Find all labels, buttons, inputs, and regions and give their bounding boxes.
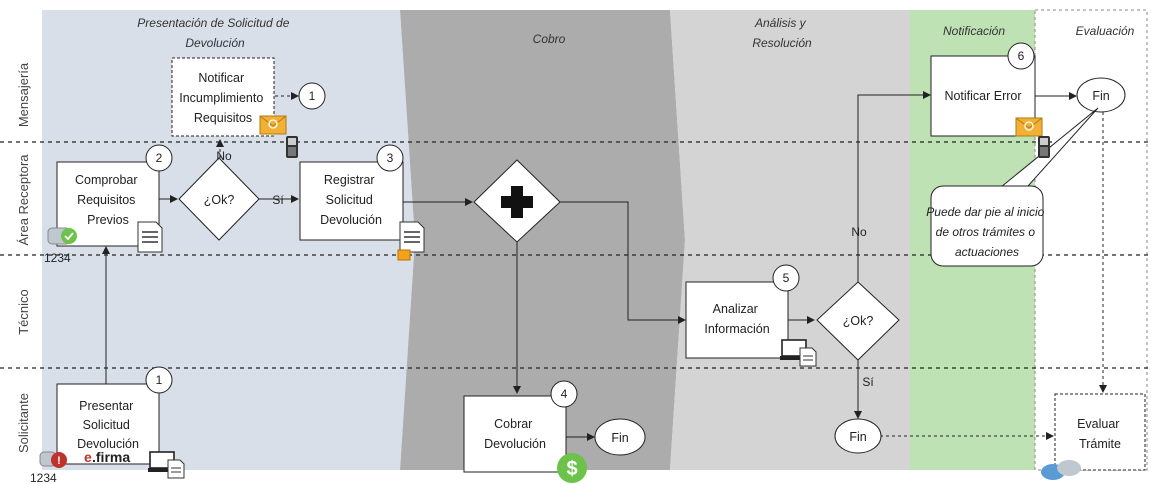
phase-title-notificacion: Notificación (943, 24, 1005, 38)
envelope-icon (1015, 117, 1043, 137)
task-notificar-incumplimiento-label: Notificar Incumplimiento Requisitos (179, 71, 267, 125)
phase-title-cobro: Cobro (533, 32, 566, 46)
step-number-1-label: 1 (156, 373, 163, 387)
step-number-6 (1007, 42, 1035, 70)
end-event-notificacion-label: Fin (1092, 89, 1109, 103)
document-icon (399, 221, 425, 253)
chat-bubbles-icon (1041, 460, 1081, 480)
branch-label-no-1: No (216, 149, 232, 163)
mobile-phone-icon (1038, 136, 1050, 158)
step-number-5-label: 5 (783, 271, 790, 285)
step-number-3-label: 3 (387, 151, 394, 165)
task-cobrar-devolucion-label: Cobrar Devolución (484, 417, 546, 451)
branch-label-si-1: Sí (272, 193, 284, 207)
phase-band-presentacion (42, 10, 415, 470)
annotation-pointer-mask (992, 187, 1008, 191)
counter-label-1: 1234 (44, 251, 71, 265)
step-number-5 (772, 264, 800, 292)
step-number-2 (145, 144, 173, 172)
phase-title-analisis: Análisis y Resolución (752, 16, 812, 50)
lane-label-mensajeria: Mensajería (16, 62, 31, 127)
folder-icon (397, 249, 411, 261)
end-event-analisis (834, 418, 882, 454)
lane-label-tecnico: Técnico (16, 289, 31, 335)
end-event-analisis-label: Fin (849, 430, 866, 444)
lane-label-area-receptora: Área Receptora (16, 154, 31, 246)
task-comprobar-requisitos-label: Comprobar Requisitos Previos (75, 173, 141, 227)
task-notificar-error-label: Notificar Error (944, 89, 1021, 103)
task-analizar-informacion-label: Analizar Información (704, 302, 769, 336)
laptop-icon (780, 339, 817, 367)
svg-text:e: e (84, 449, 92, 465)
branch-label-si-2: Sí (862, 375, 874, 389)
task-presentar-solicitud (56, 383, 160, 465)
flow-ok2-to-notificar-error (857, 91, 931, 282)
laptop-icon (148, 451, 185, 479)
mobile-phone-icon (286, 136, 298, 158)
svg-text:$: $ (566, 458, 577, 480)
task-notificar-incumplimiento (171, 57, 275, 137)
end-event-cobro (594, 418, 646, 456)
step-number-4 (550, 380, 578, 408)
phase-band-cobro (400, 10, 685, 470)
end-event-cobro-label: Fin (611, 431, 628, 445)
phase-band-analisis (670, 10, 910, 470)
task-cobrar-devolucion (463, 395, 567, 473)
gateway-ok2 (816, 281, 900, 361)
task-evaluar-tramite-label: Evaluar Trámite (1077, 417, 1123, 451)
counter-label-2: 1234 (30, 471, 57, 484)
gateway-ok1 (178, 157, 260, 241)
gateway-ok2-label: ¿Ok? (843, 314, 874, 328)
step-number-4-label: 4 (561, 387, 568, 401)
svg-text:.firma: .firma (92, 449, 130, 465)
annotation-text: Puede dar pie al inicio de otros trámite… (926, 205, 1047, 259)
phase-title-presentacion: Presentación de Solicitud de Devolución (137, 16, 292, 50)
flow-parallel-to-analizar (560, 201, 686, 324)
task-presentar-solicitud-label: Presentar Solicitud Devolución (77, 399, 139, 451)
svg-text:!: ! (57, 455, 61, 467)
efirma-logo: e .firma (84, 449, 130, 465)
chat-check-icon (47, 227, 77, 245)
task-registrar-solicitud-label: Registrar Solicitud Devolución (320, 173, 382, 227)
annotation-callout (930, 185, 1044, 267)
envelope-icon (259, 115, 287, 135)
step-number-2-label: 2 (156, 151, 163, 165)
step-number-6-label: 6 (1018, 49, 1025, 63)
branch-label-no-2: No (851, 225, 867, 239)
step-number-1 (145, 366, 173, 394)
document-icon (137, 221, 163, 253)
lane-label-solicitante: Solicitante (16, 393, 31, 453)
plus-icon (501, 186, 533, 218)
task-registrar-solicitud (299, 161, 404, 241)
step-number-3 (376, 144, 404, 172)
phase-title-evaluacion: Evaluación (1076, 24, 1135, 38)
ref-circle-1 (298, 82, 326, 110)
chat-error-icon: ! (39, 451, 67, 468)
task-analizar-informacion (685, 281, 789, 359)
phase-band-evaluacion (1034, 9, 1148, 471)
ref-circle-1-label: 1 (309, 89, 316, 103)
dollar-coin-icon: $ (557, 453, 587, 483)
end-event-notificacion (1076, 77, 1126, 113)
task-evaluar-tramite (1054, 393, 1146, 471)
gateway-ok1-label: ¿Ok? (204, 193, 235, 207)
